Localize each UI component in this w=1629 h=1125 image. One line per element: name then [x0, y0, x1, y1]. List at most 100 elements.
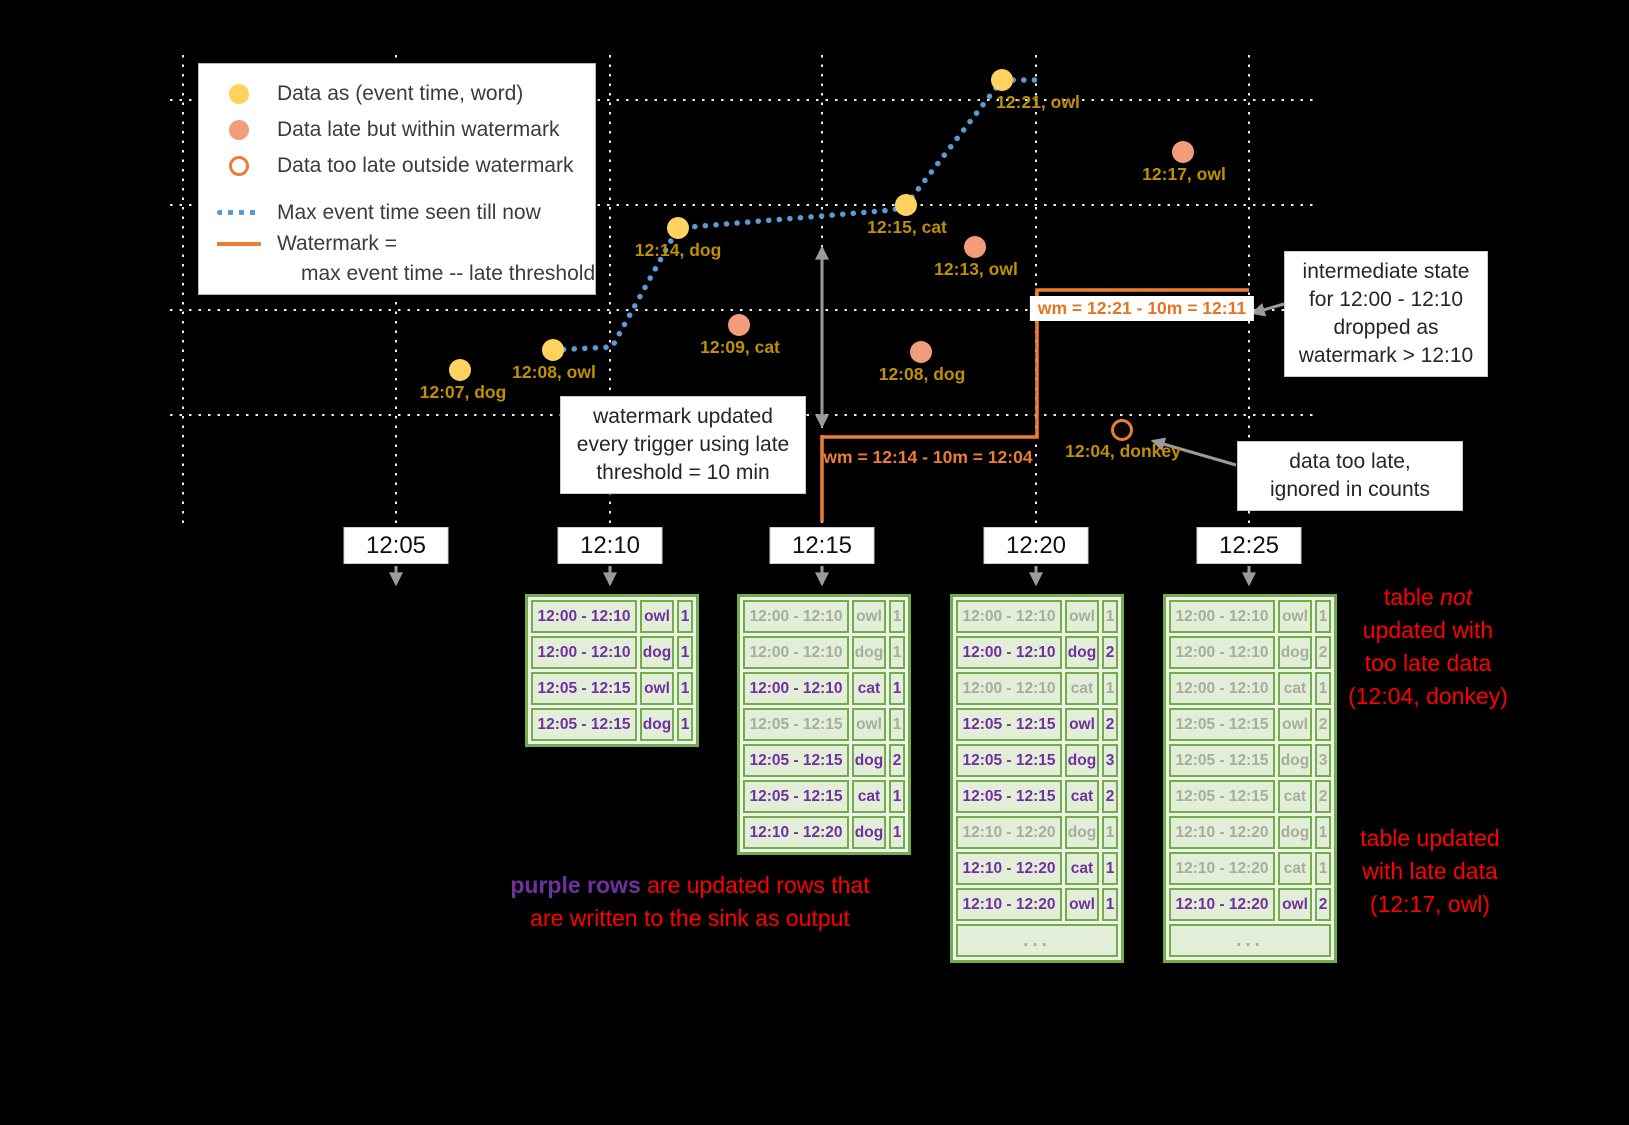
window-cell: 12:00 - 12:10 [1169, 672, 1275, 705]
count-cell: 1 [889, 780, 905, 813]
swatch-column [217, 120, 261, 140]
window-cell: 12:05 - 12:15 [743, 780, 849, 813]
note-text: with late data [1362, 858, 1498, 884]
max-event-line-icon [217, 210, 261, 215]
count-cell: 3 [1102, 744, 1118, 777]
window-cell: 12:05 - 12:15 [743, 708, 849, 741]
count-cell: 1 [1102, 888, 1118, 921]
count-cell: 1 [1315, 600, 1331, 633]
word-cell: cat [1065, 780, 1099, 813]
word-cell: owl [640, 600, 674, 633]
word-cell: owl [640, 672, 674, 705]
word-cell: owl [1278, 708, 1312, 741]
data-point-label: 12:08, owl [512, 362, 596, 382]
legend-item-label: Max event time seen till now [277, 200, 541, 224]
window-cell: 12:00 - 12:10 [743, 672, 849, 705]
word-cell: cat [1278, 780, 1312, 813]
data-point-ontime [542, 339, 564, 361]
data-point-ontime [991, 69, 1013, 91]
word-cell: cat [852, 780, 886, 813]
data-point-late [728, 314, 750, 336]
trigger-time-box: 12:25 [1196, 527, 1302, 564]
word-cell: dog [1278, 636, 1312, 669]
swatch-column [217, 84, 261, 104]
count-cell: 2 [1102, 708, 1118, 741]
watermark-line-icon [217, 241, 261, 246]
grid-line-vertical [182, 55, 184, 523]
note-text: table updated [1360, 825, 1500, 851]
grid-line-vertical [1248, 55, 1250, 523]
callout-line: ignored in counts [1270, 478, 1430, 501]
window-cell: 12:05 - 12:15 [531, 708, 637, 741]
trigger-time-box: 12:10 [557, 527, 663, 564]
ontime-dot-icon [229, 84, 249, 104]
callout-line: data too late, [1289, 450, 1411, 473]
note-line: too late data [1348, 647, 1508, 680]
data-point-label: 12:13, owl [934, 259, 1018, 279]
count-cell: 3 [1315, 744, 1331, 777]
word-cell: dog [1278, 744, 1312, 777]
count-cell: 1 [677, 708, 693, 741]
note-text: not [1440, 584, 1473, 610]
callout-line: for 12:00 - 12:10 [1308, 288, 1464, 311]
word-cell: cat [1065, 672, 1099, 705]
note-text: updated with [1362, 617, 1494, 643]
window-cell: 12:05 - 12:15 [956, 708, 1062, 741]
window-cell: 12:00 - 12:10 [1169, 600, 1275, 633]
legend: Data as (event time, word)Data late but … [198, 63, 596, 295]
count-cell: 1 [1315, 852, 1331, 885]
note-line: with late data [1360, 855, 1499, 888]
legend-gap [217, 184, 595, 197]
legend-item: Watermark = [217, 228, 595, 259]
window-cell: 12:00 - 12:10 [956, 636, 1062, 669]
word-cell: owl [1065, 708, 1099, 741]
note-line: purple rows are updated rows that [510, 869, 869, 902]
window-cell: 12:00 - 12:10 [1169, 636, 1275, 669]
data-point-label: 12:09, cat [700, 337, 780, 357]
note-table-updated-late: table updated with late data (12:17, owl) [1360, 822, 1499, 921]
count-cell: 1 [889, 672, 905, 705]
window-cell: 12:05 - 12:15 [1169, 744, 1275, 777]
count-cell: 2 [1102, 780, 1118, 813]
data-point-ontime [667, 217, 689, 239]
note-line: (12:17, owl) [1360, 888, 1499, 921]
note-text: (12:04, donkey) [1348, 683, 1508, 709]
count-cell: 2 [1315, 780, 1331, 813]
word-cell: dog [852, 816, 886, 849]
trigger-time-box: 12:20 [983, 527, 1089, 564]
ellipsis-cell: ... [1169, 924, 1331, 957]
callout-line: threshold = 10 min [596, 461, 770, 484]
count-cell: 1 [889, 600, 905, 633]
swatch-column [217, 241, 261, 246]
window-cell: 12:10 - 12:20 [1169, 852, 1275, 885]
count-cell: 1 [1102, 672, 1118, 705]
window-cell: 12:10 - 12:20 [743, 816, 849, 849]
data-point-label: 12:14, dog [634, 240, 722, 260]
word-cell: owl [852, 708, 886, 741]
window-cell: 12:05 - 12:15 [956, 744, 1062, 777]
too-late-dot-icon [229, 156, 249, 176]
